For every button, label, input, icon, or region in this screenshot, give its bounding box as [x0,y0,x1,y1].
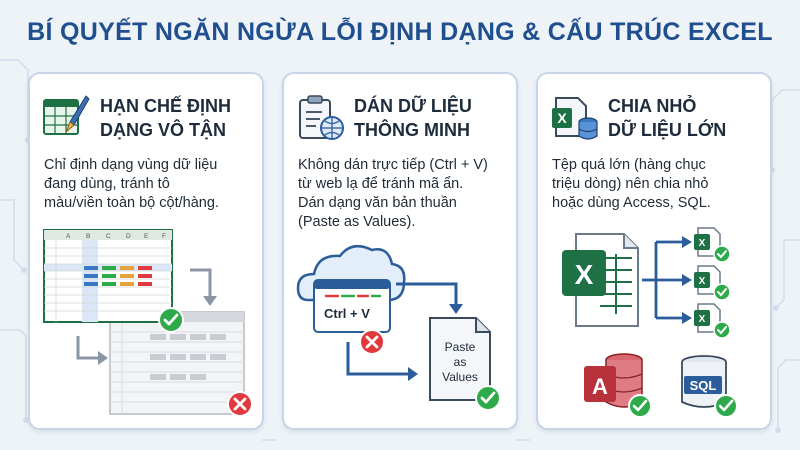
column-header: C [106,233,111,240]
check-icon [713,245,731,263]
arrow-head-icon [682,236,692,248]
arrow-head-icon [203,296,217,306]
card-limit-formatting: HẠN CHẾ ĐỊNH DẠNG VÔ TẬN Chỉ định dạng v… [28,72,264,430]
paste-label-line: as [454,355,467,369]
arrow-head-icon [449,304,463,314]
sql-label: SQL [690,378,717,393]
card-title-line: THÔNG MINH [354,120,470,140]
paste-illustration: Ctrl + V Paste as Values [296,244,501,411]
paste-label-line: Paste [445,340,476,354]
check-icon [475,385,501,411]
card-smart-paste: DÁN DỮ LIỆU THÔNG MINH Không dán trực ti… [282,72,518,430]
card-title-line: DÁN DỮ LIỆU [354,96,472,116]
arrow-icon [76,268,212,360]
excel-letter: X [699,238,706,249]
browser-window-image: Ctrl + V [313,279,391,333]
card-title-line: CHIA NHỎ [608,96,697,116]
card-description: Không dán trực tiếp (Ctrl + V) từ web lạ… [298,156,513,232]
small-excel-file-icon: X [694,303,731,339]
paste-as-values-document: Paste as Values [429,317,491,401]
spreadsheet-paintbrush-icon [43,95,90,135]
card-title: CHIA NHỎ DỮ LIỆU LỚN [608,94,768,142]
card-description-line: Tệp quá lớn (hàng chục [552,157,706,173]
card-description-line: Dán dạng văn bản thuần [298,195,457,211]
card-description-line: (Paste as Values). [298,214,416,230]
split-data-illustration: X X X X [562,227,738,418]
check-icon [713,321,731,339]
card-description-line: màu/viền toàn bộ cột/hàng. [44,195,219,211]
clipboard-globe-icon [299,95,344,140]
card-description-line: hoặc dùng Access, SQL. [552,195,711,211]
split-arrows-icon [642,240,684,320]
formatting-illustration: A B C D E F [43,229,253,417]
error-icon [359,329,385,355]
check-icon [713,283,731,301]
large-excel-file-icon: X [562,233,639,327]
check-icon [158,307,184,333]
small-excel-file-icon: X [694,227,731,263]
sql-database-icon: SQL [681,355,738,418]
arrow-head-icon [682,274,692,286]
formatted-spreadsheet-image: A B C D E F [43,229,173,323]
column-header: D [126,233,131,240]
excel-letter: X [699,276,706,287]
card-description: Tệp quá lớn (hàng chục triệu dòng) nên c… [552,156,767,213]
card-title: DÁN DỮ LIỆU THÔNG MINH [354,94,514,142]
small-excel-file-icon: X [694,265,731,301]
paste-label-line: Values [442,370,478,384]
card-description-line: Chỉ định dạng vùng dữ liệu [44,157,218,173]
access-letter: A [592,374,608,399]
arrow-head-icon [682,312,692,324]
excel-database-icon: X [552,97,598,140]
card-description: Chỉ định dạng vùng dữ liệu đang dùng, tr… [44,156,259,213]
arrow-icon [346,282,458,376]
card-description-line: đang dùng, tránh tô [44,176,170,192]
arrow-head-icon [98,351,108,365]
card-title-line: HẠN CHẾ ĐỊNH [100,96,232,116]
access-database-icon: A [584,353,652,418]
column-header: E [144,233,149,240]
excel-letter: X [699,314,706,325]
column-header: A [66,233,71,240]
card-title-line: DẠNG VÔ TẬN [100,120,226,140]
arrow-head-icon [408,367,418,381]
card-title: HẠN CHẾ ĐỊNH DẠNG VÔ TẬN [100,94,260,142]
excel-letter: X [557,110,567,126]
column-header: F [162,233,166,240]
page-title: BÍ QUYẾT NGĂN NGỪA LỖI ĐỊNH DẠNG & CẤU T… [27,18,773,46]
card-description-line: Không dán trực tiếp (Ctrl + V) [298,157,488,173]
error-icon [227,391,253,417]
excel-letter: X [575,259,594,290]
column-header: B [86,233,90,240]
card-description-line: triệu dòng) nên chia nhỏ [552,176,709,192]
shortcut-label: Ctrl + V [324,306,370,321]
card-description-line: từ web lạ để tránh mã ẩn. [298,176,464,192]
card-split-large-data: X CHIA NHỎ DỮ LIỆU LỚN Tệp quá lớn (hàng… [536,72,772,430]
card-title-line: DỮ LIỆU LỚN [608,120,727,140]
